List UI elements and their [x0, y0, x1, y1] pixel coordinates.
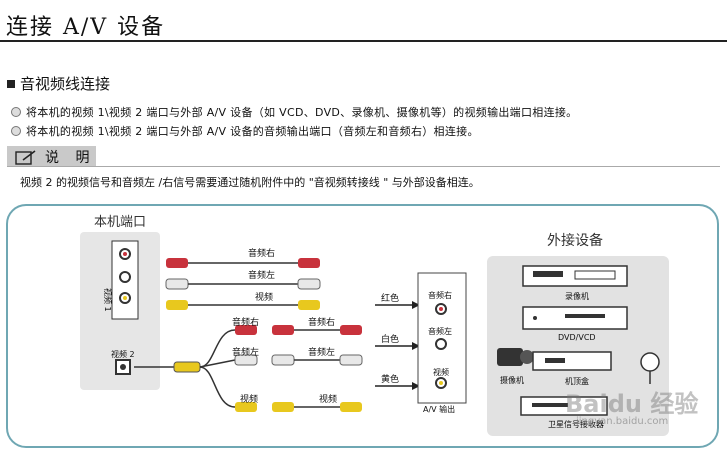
- bullet-text-1: 将本机的视频 1\视频 2 端口与外部 A/V 设备（如 VCD、DVD、录像机…: [26, 106, 578, 119]
- jack-white-icon: [119, 271, 131, 283]
- adapter-out-video: 视频: [319, 395, 338, 405]
- cable-label-video: 视频: [255, 293, 274, 303]
- device-label-dvd: DVD/VCD: [558, 333, 596, 342]
- bullet-text-2: 将本机的视频 1\视频 2 端口与外部 A/V 设备的音频输出端口（音频左和音频…: [26, 125, 479, 138]
- note-header-box: [7, 146, 96, 167]
- device-label-camcorder: 摄像机: [500, 376, 524, 385]
- cable-label-audio-right: 音频右: [248, 249, 276, 259]
- cable-label-audio-left: 音频左: [248, 271, 276, 281]
- av-out-audio-right: 音频右: [428, 291, 452, 300]
- satellite-receiver-icon: [520, 396, 608, 416]
- adapter-out-audio-right: 音频右: [308, 318, 336, 328]
- cable-video: [166, 300, 320, 310]
- device-label-settop: 机顶盒: [565, 377, 589, 386]
- watermark-brand: Baidu 经验: [565, 390, 699, 418]
- color-label-white: 白色: [381, 335, 400, 345]
- device-ports-title: 本机端口: [94, 215, 147, 230]
- adapter-cable: [134, 325, 363, 412]
- color-label-yellow: 黄色: [381, 375, 400, 385]
- adapter-in-audio-left: 音频左: [232, 348, 260, 358]
- video1-label: 视频 1: [103, 288, 112, 312]
- bullet-icon: [11, 107, 21, 117]
- vcr-icon: [522, 265, 628, 287]
- connection-diagram-panel: [6, 204, 719, 448]
- av-out-video: 视频: [433, 368, 449, 377]
- pencil-note-icon: [15, 150, 36, 165]
- bullet-icon: [11, 126, 21, 136]
- satellite-dish-icon: [640, 352, 660, 384]
- dvd-player-icon: [522, 306, 628, 330]
- external-devices-title: 外接设备: [547, 233, 603, 249]
- title-divider: [0, 40, 727, 42]
- watermark-url: jingyan.baidu.com: [576, 416, 669, 427]
- video2-label: 视频 2: [111, 350, 135, 359]
- adapter-in-audio-right: 音频右: [232, 318, 260, 328]
- cable-audio-left: [165, 278, 321, 290]
- av-out-caption: A/V 输出: [423, 405, 456, 414]
- settop-box-icon: [532, 351, 612, 371]
- color-label-red: 红色: [381, 294, 400, 304]
- section-marker-icon: [7, 80, 15, 88]
- device-label-vcr: 录像机: [565, 292, 589, 301]
- camcorder-icon: [497, 348, 534, 366]
- external-devices-area: [487, 256, 669, 436]
- device-label-satellite: 卫星信号接收器: [548, 420, 604, 429]
- note-divider: [7, 166, 720, 167]
- page-title: 连接 A/V 设备: [6, 15, 166, 40]
- av-out-audio-left: 音频左: [428, 327, 452, 336]
- note-text: 视频 2 的视频信号和音频左 /右信号需要通过随机附件中的 "音视频转接线 " …: [20, 176, 480, 189]
- adapter-out-audio-left: 音频左: [308, 348, 336, 358]
- cable-audio-right: [166, 258, 320, 268]
- note-label: 说 明: [45, 150, 96, 166]
- adapter-in-video: 视频: [240, 395, 259, 405]
- section-title: 音视频线连接: [20, 75, 111, 93]
